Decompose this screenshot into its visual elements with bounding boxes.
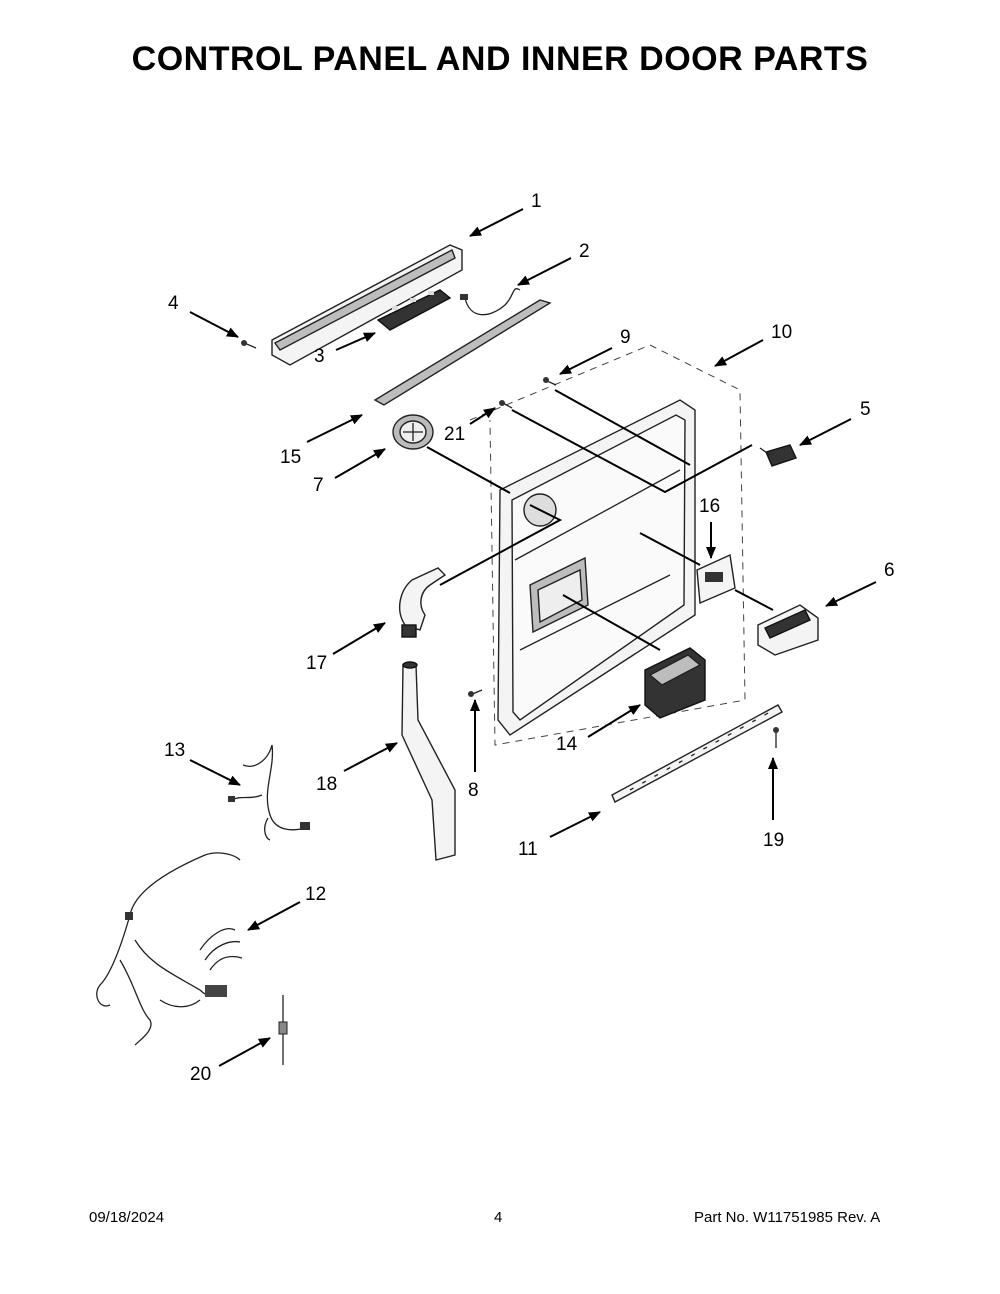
callout-label-5: 5 — [860, 399, 871, 420]
callout-6: 6 — [825, 560, 895, 607]
callout-17: 17 — [306, 622, 386, 674]
callout-7: 7 — [313, 448, 386, 496]
callout-2: 2 — [517, 241, 590, 286]
callout-20: 20 — [190, 1037, 271, 1085]
callout-11: 11 — [518, 811, 601, 860]
screw-9 — [543, 377, 557, 386]
callout-8: 8 — [468, 699, 480, 801]
callout-label-18: 18 — [316, 774, 337, 795]
vent-housing — [398, 567, 447, 638]
callout-label-16: 16 — [699, 496, 720, 517]
detergent-dispenser — [644, 647, 706, 719]
callout-label-21: 21 — [444, 424, 465, 445]
assembly-leader-lines — [426, 389, 774, 651]
cable-assembly — [460, 288, 521, 316]
callout-19: 19 — [763, 757, 784, 851]
door-outline-dashed — [469, 344, 746, 746]
callout-label-8: 8 — [468, 780, 479, 801]
callout-label-3: 3 — [314, 346, 325, 367]
callout-label-19: 19 — [763, 830, 784, 851]
wire-harness-13 — [228, 744, 310, 841]
main-wire-harness — [96, 852, 243, 1046]
bottom-trim-strip — [611, 704, 783, 803]
page-title: CONTROL PANEL AND INNER DOOR PARTS — [131, 40, 869, 78]
callout-label-4: 4 — [168, 293, 179, 314]
callout-10: 10 — [714, 322, 792, 367]
callout-label-14: 14 — [556, 734, 578, 755]
callout-18: 18 — [316, 742, 398, 795]
connector-20 — [278, 995, 288, 1065]
control-board — [376, 289, 452, 331]
callout-14: 14 — [556, 704, 641, 755]
control-panel-bar — [271, 244, 463, 366]
screw-4 — [241, 340, 257, 349]
callout-3: 3 — [314, 332, 376, 367]
callout-15: 15 — [280, 414, 363, 468]
callout-label-12: 12 — [305, 884, 326, 905]
vent-assembly — [392, 414, 434, 450]
door-latch — [696, 553, 736, 605]
callout-16: 16 — [699, 496, 720, 559]
callout-9: 9 — [559, 327, 631, 375]
screw-21 — [499, 400, 513, 409]
callout-label-9: 9 — [620, 327, 631, 348]
callout-label-10: 10 — [771, 322, 792, 343]
callout-label-13: 13 — [164, 740, 185, 761]
footer-date: 09/18/2024 — [89, 1209, 165, 1226]
callout-label-2: 2 — [579, 241, 590, 262]
callout-label-11: 11 — [518, 839, 538, 860]
footer-part-number: Part No. W11751985 Rev. A — [694, 1209, 881, 1226]
screw-8 — [468, 689, 483, 697]
callout-1: 1 — [469, 191, 542, 237]
screw-19 — [773, 727, 779, 748]
callout-label-6: 6 — [884, 560, 895, 581]
callout-label-20: 20 — [190, 1064, 211, 1085]
door-switch — [759, 444, 797, 467]
callout-label-17: 17 — [306, 653, 327, 674]
callout-label-15: 15 — [280, 447, 301, 468]
callout-21: 21 — [444, 407, 496, 445]
vent-duct — [401, 661, 456, 861]
footer-page-number: 4 — [494, 1209, 503, 1226]
trim-strip — [373, 299, 552, 406]
callout-5: 5 — [799, 399, 871, 446]
callout-label-7: 7 — [313, 475, 324, 496]
callout-4: 4 — [168, 293, 239, 338]
callout-label-1: 1 — [531, 191, 542, 212]
callout-12: 12 — [247, 884, 326, 931]
callout-13: 13 — [164, 740, 241, 786]
dispenser-housing — [757, 604, 819, 656]
